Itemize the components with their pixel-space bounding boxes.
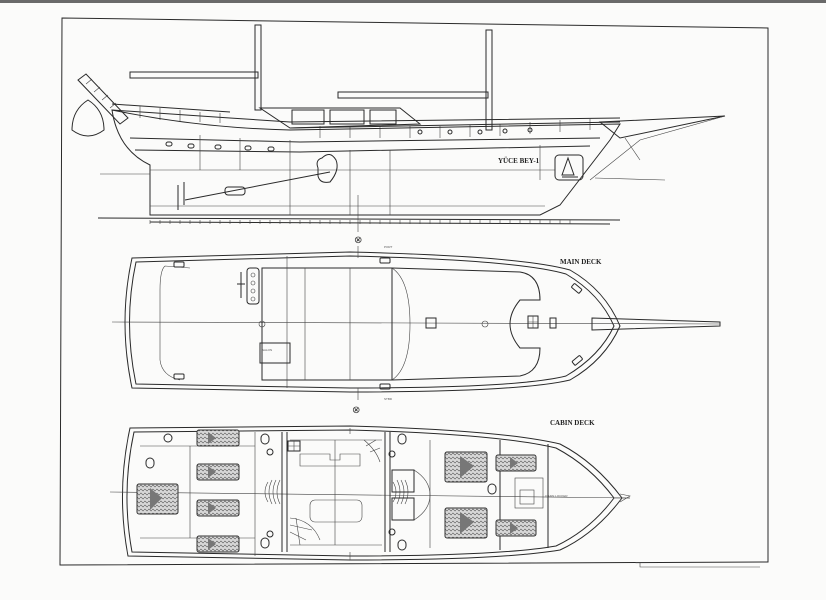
centerline (111, 321, 721, 325)
main-deck-plan: SALON PORT STBD (111, 245, 721, 401)
stairs (264, 439, 409, 546)
drawing-frame (59, 17, 769, 566)
boarding-ladder (77, 73, 129, 125)
waterline (100, 173, 666, 181)
berth (196, 429, 240, 447)
cabin-deck-outline (122, 425, 623, 561)
helm-panel (246, 267, 260, 305)
baseline (97, 217, 621, 221)
vessel-name: YÜCE BEY-1 (498, 157, 540, 165)
hatch-aft (425, 317, 437, 329)
cabin-deck-plan: CHAIN LOCKER (109, 425, 631, 561)
main-deck-outline (124, 251, 621, 393)
mizzen-boom (337, 91, 489, 99)
berth (196, 463, 240, 481)
deck-cleats (173, 257, 583, 390)
section-marker-mid: ⊗ (352, 405, 360, 416)
cabin-centerline (109, 491, 631, 499)
deckhouse (258, 107, 422, 129)
main-deck-label: MAIN DECK (560, 258, 602, 266)
svg-text:STBD: STBD (384, 397, 393, 401)
scale-bar (639, 562, 760, 568)
tender-dinghy (71, 99, 105, 137)
scan-edge-band (0, 0, 826, 3)
berth (196, 535, 240, 553)
svg-text:CHAIN LOCKER: CHAIN LOCKER (545, 494, 568, 498)
svg-text:PORT: PORT (384, 245, 392, 249)
section-marker-top: ⊗ (354, 235, 362, 246)
main-boom (129, 71, 259, 79)
svg-text:SALON: SALON (262, 348, 272, 352)
deckhouse-roof (261, 267, 393, 381)
cabin-deck-label: CABIN DECK (550, 419, 595, 427)
engine (316, 154, 338, 183)
hull-profile (111, 109, 621, 216)
profile-view: YÜCE BEY-1 (71, 24, 726, 232)
bowsprit (598, 115, 726, 139)
mizzen-mast (485, 29, 493, 131)
propeller-shaft (184, 171, 331, 201)
berth (196, 499, 240, 517)
portholes (165, 127, 533, 152)
main-mast (254, 24, 262, 111)
toilets (145, 433, 497, 551)
berths (136, 429, 537, 553)
